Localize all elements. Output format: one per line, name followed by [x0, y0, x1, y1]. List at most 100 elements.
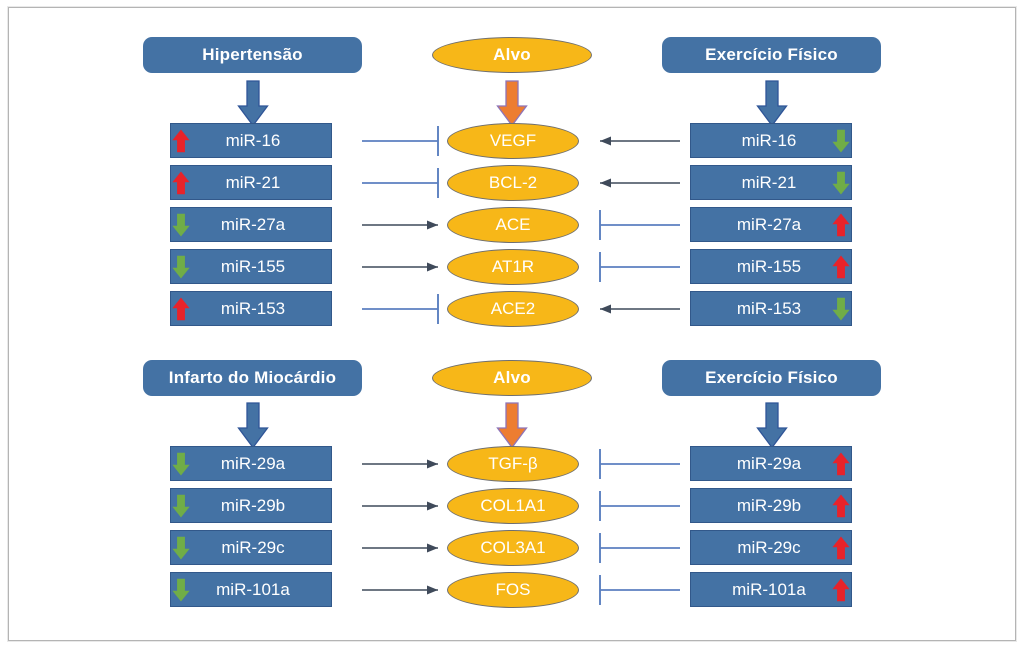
mir-box-right-label: miR-29b: [736, 495, 802, 515]
mir-box-left: miR-29a: [170, 446, 332, 481]
up-arrow-icon: [831, 254, 851, 280]
mir-box-left-label: miR-101a: [216, 579, 290, 599]
mir-box-left-label: miR-29b: [220, 495, 286, 515]
down-arrow-icon: [831, 128, 851, 154]
connector-right-inhibit: [590, 447, 690, 481]
section-title-center-infarction: Alvo: [432, 360, 592, 396]
big-down-arrow-right-infarction: [755, 402, 789, 449]
mir-box-right-label: miR-101a: [732, 579, 806, 599]
connector-left-inhibit: [352, 124, 448, 158]
mir-box-left-label: miR-29c: [221, 537, 285, 557]
target-ellipse: BCL-2: [447, 165, 579, 201]
section-title-left-infarction: Infarto do Miocárdio: [143, 360, 362, 396]
down-arrow-icon: [831, 296, 851, 322]
mir-box-right: miR-21: [690, 165, 852, 200]
down-arrow-icon: [171, 212, 191, 238]
down-arrow-icon: [171, 493, 191, 519]
target-ellipse-label: VEGF: [489, 131, 537, 150]
mir-box-left: miR-29c: [170, 530, 332, 565]
connector-left-inhibit: [352, 292, 448, 326]
target-ellipse: VEGF: [447, 123, 579, 159]
connector-right-activate: [590, 124, 690, 158]
connector-right-activate: [590, 292, 690, 326]
mir-box-right: miR-29c: [690, 530, 852, 565]
target-ellipse: ACE2: [447, 291, 579, 327]
mir-box-left: miR-27a: [170, 207, 332, 242]
target-ellipse-label: FOS: [495, 580, 531, 599]
up-arrow-icon: [831, 577, 851, 603]
big-down-arrow-left-infarction: [236, 402, 270, 449]
section-title-right-infarction: Exercício Físico: [662, 360, 881, 396]
connector-left-activate: [352, 250, 448, 284]
up-arrow-icon: [831, 451, 851, 477]
big-down-arrow-left-hypertension: [236, 80, 270, 127]
mir-box-left-label: miR-29a: [220, 453, 286, 473]
mir-box-right: miR-153: [690, 291, 852, 326]
mir-box-right-label: miR-21: [741, 172, 797, 192]
target-ellipse-label: COL1A1: [480, 496, 546, 515]
up-arrow-icon: [831, 493, 851, 519]
section-title-left-hypertension: Hipertensão: [143, 37, 362, 73]
target-ellipse: ACE: [447, 207, 579, 243]
section-title-left-label: Infarto do Miocárdio: [168, 368, 337, 387]
mir-box-right-label: miR-27a: [736, 214, 802, 234]
connector-right-inhibit: [590, 489, 690, 523]
connector-right-inhibit: [590, 250, 690, 284]
mir-box-left-label: miR-27a: [220, 214, 286, 234]
down-arrow-icon: [171, 254, 191, 280]
connector-left-activate: [352, 447, 448, 481]
up-arrow-icon: [171, 128, 191, 154]
big-down-arrow-center-hypertension: [495, 80, 529, 127]
mir-box-left-label: miR-153: [220, 298, 286, 318]
section-title-center-hypertension: Alvo: [432, 37, 592, 73]
connector-right-inhibit: [590, 208, 690, 242]
mir-box-left: miR-101a: [170, 572, 332, 607]
connector-left-inhibit: [352, 166, 448, 200]
mir-box-right: miR-27a: [690, 207, 852, 242]
mir-box-right: miR-16: [690, 123, 852, 158]
target-ellipse-label: BCL-2: [488, 173, 538, 192]
up-arrow-icon: [831, 212, 851, 238]
target-ellipse: FOS: [447, 572, 579, 608]
mir-box-right: miR-101a: [690, 572, 852, 607]
target-ellipse-label: ACE2: [490, 299, 536, 318]
mir-box-right-label: miR-155: [736, 256, 802, 276]
target-ellipse-label: COL3A1: [480, 538, 546, 557]
connector-left-activate: [352, 208, 448, 242]
mir-box-right-label: miR-16: [741, 130, 797, 150]
mir-box-right-label: miR-153: [736, 298, 802, 318]
big-down-arrow-center-infarction: [495, 402, 529, 449]
up-arrow-icon: [831, 535, 851, 561]
section-title-center-label: Alvo: [493, 45, 531, 64]
up-arrow-icon: [171, 170, 191, 196]
big-down-arrow-right-hypertension: [755, 80, 789, 127]
mir-box-left: miR-29b: [170, 488, 332, 523]
mir-box-right: miR-29a: [690, 446, 852, 481]
section-title-left-label: Hipertensão: [202, 45, 303, 64]
connector-right-inhibit: [590, 531, 690, 565]
target-ellipse: COL3A1: [447, 530, 579, 566]
target-ellipse-label: TGF-β: [488, 454, 538, 473]
connector-right-inhibit: [590, 573, 690, 607]
mir-box-right: miR-29b: [690, 488, 852, 523]
mir-box-left-label: miR-16: [225, 130, 281, 150]
target-ellipse: COL1A1: [447, 488, 579, 524]
section-title-right-label: Exercício Físico: [705, 368, 838, 387]
section-title-right-hypertension: Exercício Físico: [662, 37, 881, 73]
mir-box-left: miR-155: [170, 249, 332, 284]
target-ellipse-label: ACE: [495, 215, 531, 234]
mir-box-left-label: miR-155: [220, 256, 286, 276]
mir-box-right-label: miR-29a: [736, 453, 802, 473]
target-ellipse: TGF-β: [447, 446, 579, 482]
up-arrow-icon: [171, 296, 191, 322]
mir-box-left-label: miR-21: [225, 172, 281, 192]
section-title-right-label: Exercício Físico: [705, 45, 838, 64]
section-title-center-label: Alvo: [493, 368, 531, 387]
down-arrow-icon: [831, 170, 851, 196]
target-ellipse: AT1R: [447, 249, 579, 285]
connector-right-activate: [590, 166, 690, 200]
mir-box-right: miR-155: [690, 249, 852, 284]
mir-box-left: miR-153: [170, 291, 332, 326]
connector-left-activate: [352, 531, 448, 565]
connector-left-activate: [352, 573, 448, 607]
